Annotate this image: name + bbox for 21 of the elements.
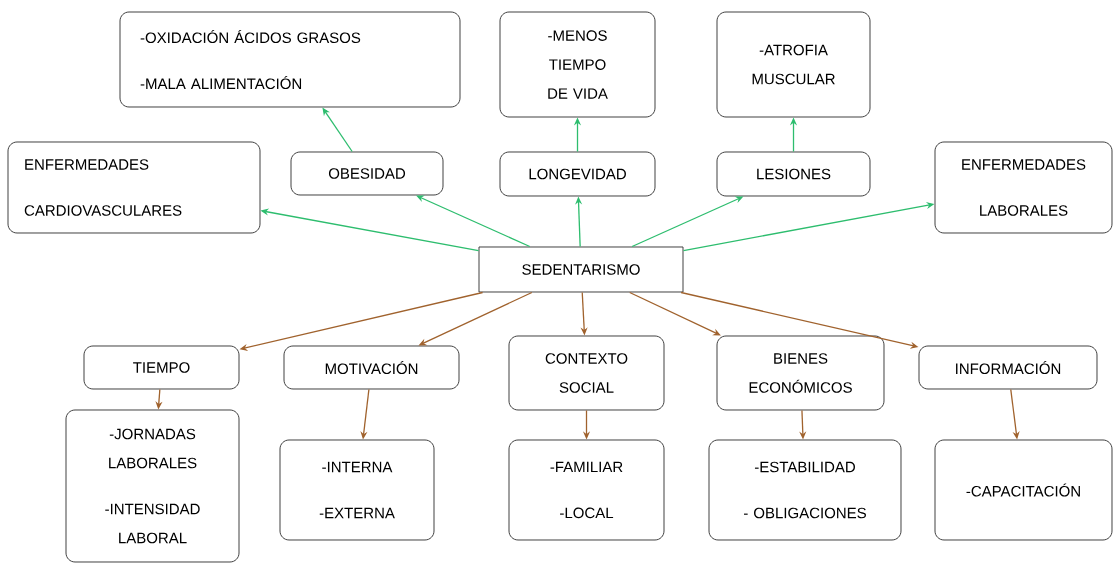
concept-box: INFORMACIÓN: [918, 345, 1098, 390]
concept-box: BIENES ECONÓMICOS: [716, 335, 885, 411]
concept-box: TIEMPO: [83, 345, 240, 390]
concept-box: LONGEVIDAD: [499, 151, 656, 197]
concept-box: ENFERMEDADES CARDIOVASCULARES: [7, 141, 261, 234]
concept-box: MOTIVACIÓN: [283, 345, 460, 390]
concept-box: -CAPACITACIÓN: [934, 439, 1113, 541]
concept-box: ENFERMEDADES LABORALES: [934, 141, 1113, 234]
concept-box: -MENOS TIEMPO DE VIDA: [499, 11, 656, 118]
concept-box: -ATROFIA MUSCULAR: [716, 11, 871, 118]
concept-box: -JORNADAS LABORALES -INTENSIDAD LABORAL: [65, 409, 240, 563]
concept-box: -OXIDACIÓN ÁCIDOS GRASOS -MALA ALIMENTACIÓN: [119, 11, 461, 108]
concept-box: -ESTABILIDAD - OBLIGACIONES: [708, 439, 902, 541]
concept-box: -FAMILIAR -LOCAL: [508, 439, 665, 541]
arrow: [416, 195, 531, 248]
concept-box: -INTERNA -EXTERNA: [279, 439, 435, 541]
central-box: SEDENTARISMO: [478, 246, 684, 293]
concept-box: LESIONES: [716, 151, 871, 197]
arrow: [629, 291, 721, 336]
concept-box: CONTEXTO SOCIAL: [508, 335, 665, 411]
concept-box: OBESIDAD: [290, 151, 444, 196]
